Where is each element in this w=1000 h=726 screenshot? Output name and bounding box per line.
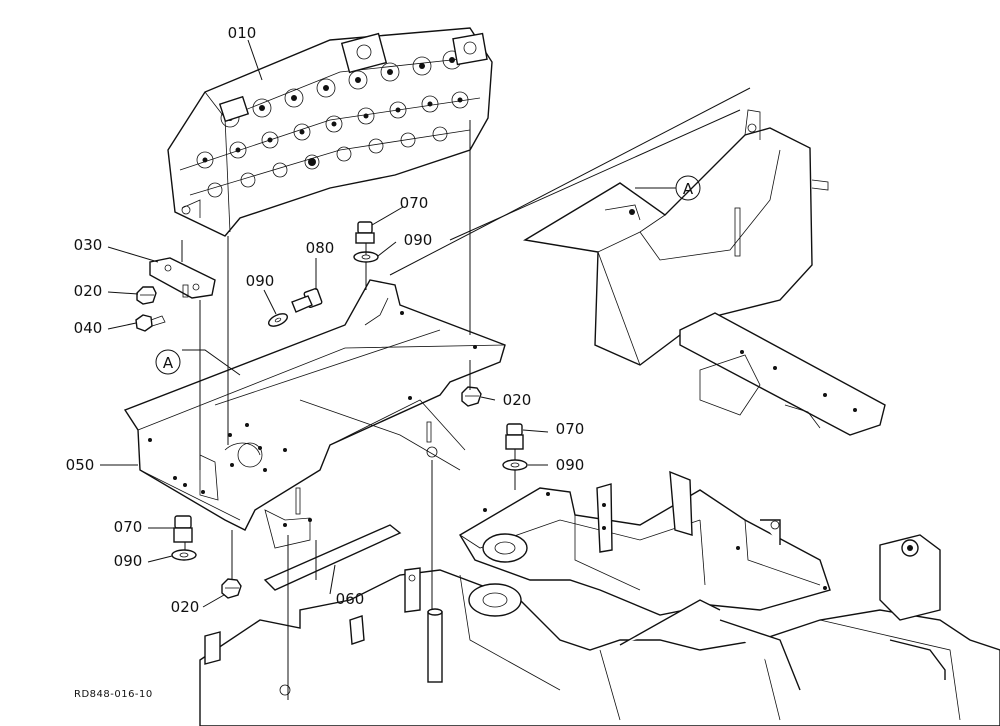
fasteners [135,221,528,599]
view-marker-label: A [683,180,694,198]
callout-label: 070 [556,420,585,438]
view-marker-label: A [163,354,174,372]
callout-label: 090 [556,456,585,474]
view-marker-left: A [155,349,181,375]
view-marker-right: A [675,175,701,201]
callout-label: 020 [74,282,103,300]
insulation-strip [263,524,402,591]
callout-label: 090 [114,552,143,570]
lower-frame [199,470,1000,726]
callout-labels: 010 030 020 040 090 080 070 090 020 070 … [66,24,585,616]
callout-label: 030 [74,236,103,254]
alignment-lines [100,39,751,700]
callout-label: 060 [336,590,365,608]
side-tank-cover [523,109,886,436]
callout-label: 090 [404,231,433,249]
callout-label: 070 [114,518,143,536]
control-valve-assembly [167,27,493,237]
callout-label: 020 [503,391,532,409]
valve-mounting-bracket [123,279,506,549]
callout-label: 080 [306,239,335,257]
callout-label: 070 [400,194,429,212]
callout-label: 010 [228,24,257,42]
callout-label: 050 [66,456,95,474]
mounting-plate [149,257,216,299]
drawing-reference: RD848-016-10 [74,689,153,700]
callout-label: 020 [171,598,200,616]
callout-label: 040 [74,319,103,337]
callout-label: 090 [246,272,275,290]
